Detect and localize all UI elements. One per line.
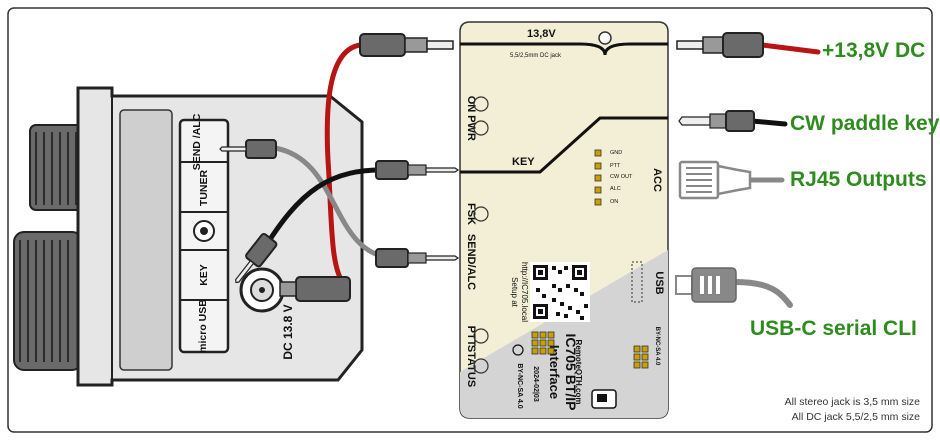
board-usb: USB	[653, 271, 665, 294]
board-on: ON	[465, 96, 477, 113]
board-setup2: http://IC705.local	[520, 262, 529, 322]
board-ptt: PTT	[465, 326, 477, 347]
key-plug-board	[375, 160, 409, 180]
label-usb-cli: USB-C serial CLI	[750, 317, 917, 340]
board-title1: IC705 BT/IP	[563, 333, 579, 410]
board-pwr: PWR	[465, 115, 477, 141]
send-alc-plug-radio	[245, 139, 277, 159]
red-dc-cable	[324, 42, 363, 288]
board-title2: Interface	[547, 345, 562, 399]
qr-code	[530, 262, 590, 322]
radio-label-key: KEY	[198, 264, 210, 286]
cables	[259, 42, 821, 308]
board-key: KEY	[512, 156, 535, 168]
board-voltage: 13,8V	[527, 28, 556, 40]
board-status: STATUS	[465, 345, 477, 387]
interface-board: 13,8V 5,5/2,5mm DC jack KEY ON PWR FSK S…	[459, 21, 669, 419]
grey-send-alc-cable	[272, 145, 393, 261]
board-brand: RemoteQTH.com	[574, 340, 583, 405]
board-grey-zone	[460, 250, 668, 418]
board-cw-out: CW OUT	[610, 174, 633, 180]
board-fsk: FSK	[465, 203, 477, 225]
label-rj45: RJ45 Outputs	[790, 168, 927, 191]
cc-icon	[512, 344, 524, 356]
board-on-pin: ON	[610, 199, 618, 205]
radio-label-dc: DC 13.8 V	[281, 304, 295, 359]
dc-plug-radio	[295, 276, 351, 302]
radio-label-send-alc: SEND /ALC	[191, 113, 203, 170]
left-plugs	[219, 33, 460, 302]
right-plugs	[675, 32, 764, 303]
black-key-cable	[259, 167, 393, 255]
cw-paddle-plug	[725, 110, 755, 132]
board-license2: BY-NC-SA 4.0	[654, 327, 660, 366]
radio-label-tuner: TUNER	[198, 170, 210, 207]
board-dc-jack: 5,5/2,5mm DC jack	[510, 53, 562, 59]
usb-c-plug	[675, 267, 737, 303]
board-gnd: GND	[610, 150, 622, 156]
note-dc-jack: All DC jack 5,5/2,5 mm size	[792, 411, 921, 423]
radio-body: SEND /ALC TUNER KEY micro USB DC 13.8 V	[13, 86, 364, 387]
board-send-alc: SEND/ALC	[465, 234, 477, 290]
label-dc-in: +13,8V DC	[822, 39, 925, 62]
outer-frame	[7, 7, 933, 433]
board-setup1: Setup at	[510, 277, 519, 308]
send-alc-plug-board	[375, 248, 409, 268]
dc-plug-right	[722, 32, 764, 58]
radio-label-micro-usb: micro USB	[197, 299, 209, 353]
label-cw-key: CW paddle key	[790, 112, 940, 135]
board-acc: ACC	[651, 168, 663, 192]
board-date: 2024-02|03	[532, 366, 539, 402]
dc-plug-left	[359, 33, 406, 57]
board-license: BY-NC-SA 4.0	[516, 363, 523, 408]
note-stereo-jack: All stereo jack is 3,5 mm size	[785, 396, 921, 408]
tuning-knob-lower	[13, 231, 83, 371]
board-alc: ALC	[610, 186, 621, 192]
board-ptt-pin: PTT	[610, 163, 621, 169]
rj45-plug	[678, 160, 752, 200]
